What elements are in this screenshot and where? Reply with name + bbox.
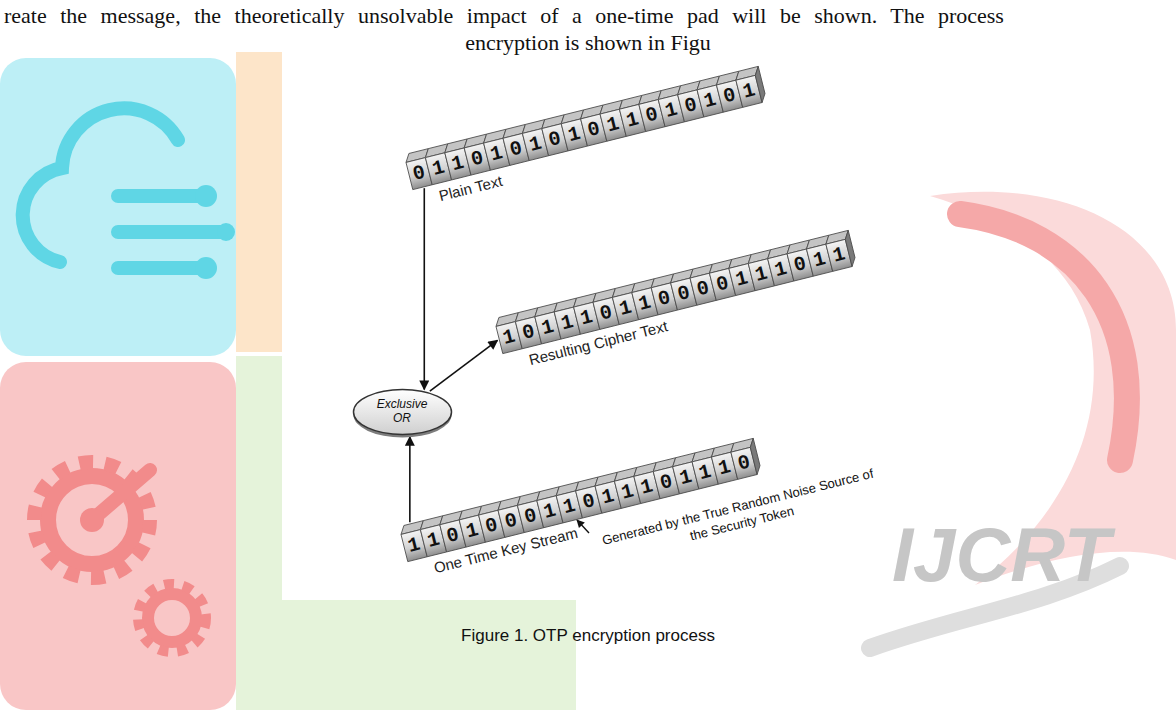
gear-hub (80, 508, 104, 532)
arrow-connector (423, 188, 425, 389)
leader-arrow (577, 520, 589, 533)
arrow-connector (409, 437, 411, 523)
gear-icon (34, 462, 206, 652)
operator-label: Exclusive OR (372, 398, 432, 426)
arrow-connector (430, 340, 498, 391)
circuit-dot (217, 223, 235, 241)
figure-ground (282, 52, 892, 600)
body-text: reate the message, the theoretically uns… (4, 2, 1004, 31)
xor-ellipse: Exclusive OR (352, 388, 453, 436)
ellipse-face (353, 389, 451, 434)
watermark: IJCRT (892, 506, 1110, 605)
circuit-dot (195, 185, 217, 207)
bit-row: 110100011011101110One Time Key Stream (399, 438, 762, 561)
cyan-panel (0, 58, 236, 356)
bit-row: 011010101011010101Plain Text (404, 66, 767, 189)
body-text: encryption is shown in Figu (0, 29, 1176, 58)
red-swoosh-band (960, 214, 1127, 460)
gear-ring (148, 594, 196, 642)
figure-caption: Figure 1. OTP encryption process (0, 626, 1176, 646)
gear-teeth (138, 584, 206, 652)
bit-string: 101110110000111011 (496, 238, 856, 353)
bit-row: 101110110000111011Resulting Cipher Text (494, 230, 857, 353)
circuit-dot (195, 257, 217, 279)
cloud-icon (23, 108, 222, 268)
bit-string: 110100011011101110 (401, 446, 761, 561)
bit-string: 011010101011010101 (406, 74, 766, 189)
gear-teeth (34, 462, 150, 578)
red-panel (0, 362, 236, 710)
